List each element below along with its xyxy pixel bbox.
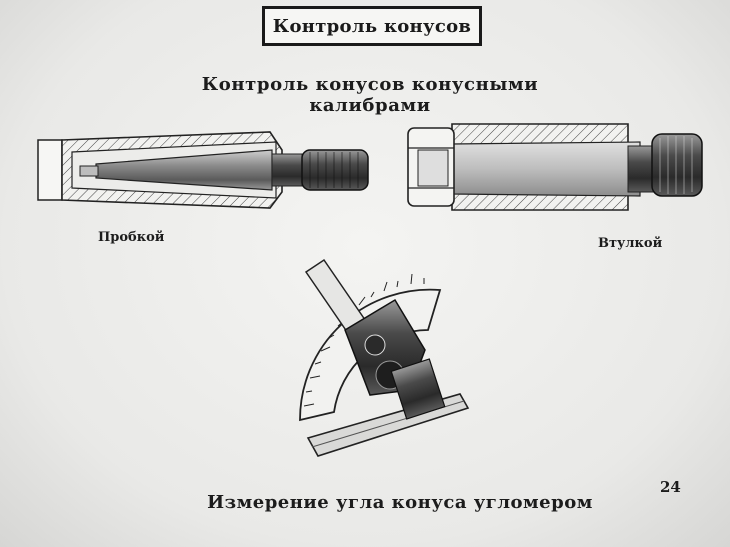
page-title: Контроль конусов — [272, 15, 472, 37]
subtitle: Контроль конусов конусными калибрами — [201, 74, 539, 116]
title-box: Контроль конусов — [262, 6, 482, 46]
plug-gauge-illustration — [37, 131, 369, 209]
plug-label: Пробкой — [98, 230, 165, 245]
sleeve-label: Втулкой — [598, 236, 663, 251]
caption: Измерение угла конуса угломером — [207, 492, 593, 513]
page-number: 24 — [660, 478, 681, 496]
protractor-illustration — [299, 258, 470, 457]
sleeve-gauge-illustration — [407, 123, 703, 211]
